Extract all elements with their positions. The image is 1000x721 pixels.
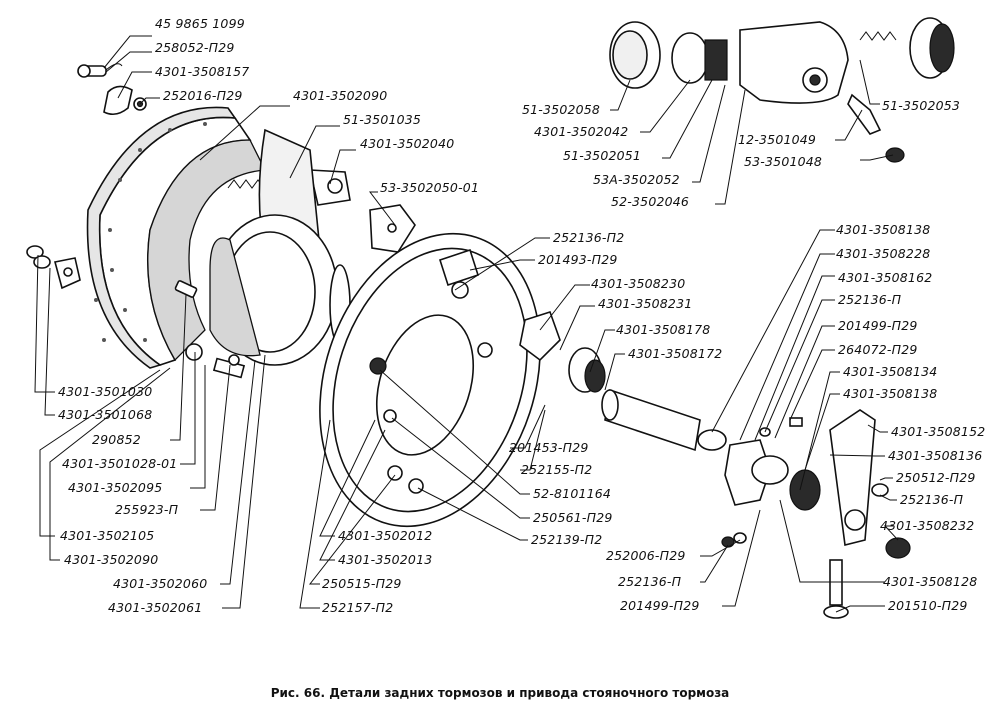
label-part-number: 4301-3501068 — [58, 407, 152, 422]
pin-and-clip-drawing — [77, 63, 147, 116]
label-part-number: 250512-П29 — [896, 470, 976, 485]
label-part-number: 252157-П2 — [322, 600, 393, 615]
label-part-number: 4301-3508231 — [598, 296, 692, 311]
label-part-number: 51-3501035 — [343, 112, 421, 127]
label-part-number: 252155-П2 — [521, 462, 592, 477]
label-part-number: 4301-3508134 — [843, 364, 937, 379]
label-part-number: 4301-3508172 — [628, 346, 722, 361]
leader-lines — [34, 35, 899, 613]
label-part-number: 4301-3501028-01 — [62, 456, 177, 471]
label-part-number: 4301-3502012 — [338, 528, 432, 543]
label-part-number: 290852 — [92, 432, 141, 447]
label-part-number: 4301-3502060 — [113, 576, 207, 591]
label-part-number: 250561-П29 — [533, 510, 613, 525]
label-part-number: 4301-3502061 — [108, 600, 202, 615]
label-part-number: 4301-3508157 — [155, 64, 249, 79]
label-part-number: 53-3501048 — [744, 154, 822, 169]
label-part-number: 4301-3502013 — [338, 552, 432, 567]
label-part-number: 4301-3508138 — [836, 222, 930, 237]
label-part-number: 4301-3508128 — [883, 574, 977, 589]
label-part-number: 250515-П29 — [322, 576, 402, 591]
label-part-number: 201510-П29 — [888, 598, 968, 613]
small-plate-drawing — [369, 204, 416, 253]
label-part-number: 4301-3508232 — [880, 518, 974, 533]
label-part-number: 252136-П — [838, 292, 902, 307]
figure-caption: Рис. 66. Детали задних тормозов и привод… — [270, 686, 730, 700]
label-part-number: 252136-П — [618, 574, 682, 589]
label-part-number: 4301-3508162 — [838, 270, 932, 285]
label-part-number: 4301-3502040 — [360, 136, 454, 151]
label-part-number: 45 9865 1099 — [155, 16, 245, 31]
label-part-number: 51-3502051 — [563, 148, 641, 163]
label-part-number: 4301-3502042 — [534, 124, 628, 139]
label-part-number: 4301-3508228 — [836, 246, 930, 261]
label-part-number: 252016-П29 — [163, 88, 243, 103]
label-part-number: 4301-3502090 — [293, 88, 387, 103]
label-part-number: 4301-3508230 — [591, 276, 685, 291]
label-part-number: 52-3502046 — [611, 194, 689, 209]
label-part-number: 4301-3508178 — [616, 322, 710, 337]
label-part-number: 201493-П29 — [538, 252, 618, 267]
label-part-number: 252136-П2 — [553, 230, 624, 245]
backing-plate-drawing — [319, 232, 541, 528]
label-part-number: 4301-3508152 — [891, 424, 985, 439]
label-part-number: 264072-П29 — [838, 342, 918, 357]
label-part-number: 51-3502053 — [882, 98, 960, 113]
label-part-number: 252006-П29 — [606, 548, 686, 563]
label-part-number: 4301-3508138 — [843, 386, 937, 401]
label-part-number: 4301-3508136 — [888, 448, 982, 463]
label-part-number: 53А-3502052 — [593, 172, 680, 187]
label-part-number: 12-3501049 — [738, 132, 816, 147]
label-part-number: 252139-П2 — [531, 532, 602, 547]
brake-drum-drawing — [209, 214, 351, 366]
label-part-number: 201499-П29 — [838, 318, 918, 333]
label-part-number: 4301-3501030 — [58, 384, 152, 399]
label-part-number: 4301-3502095 — [68, 480, 162, 495]
brake-shoe-drawing — [86, 106, 267, 379]
label-part-number: 52-8101164 — [533, 486, 611, 501]
label-part-number: 4301-3502090 — [64, 552, 158, 567]
label-part-number: 51-3502058 — [522, 102, 600, 117]
label-part-number: 53-3502050-01 — [380, 180, 479, 195]
label-part-number: 252136-П — [900, 492, 964, 507]
label-part-number: 255923-П — [115, 502, 179, 517]
label-part-number: 201453-П29 — [509, 440, 589, 455]
label-part-number: 258052-П29 — [155, 40, 235, 55]
label-part-number: 201499-П29 — [620, 598, 700, 613]
left-fasteners-drawing — [26, 245, 240, 366]
label-part-number: 4301-3502105 — [60, 528, 154, 543]
wheel-cylinder-drawing — [609, 17, 955, 163]
part-number-labels: 45 9865 1099 258052-П29 4301-3508157 252… — [58, 16, 985, 615]
